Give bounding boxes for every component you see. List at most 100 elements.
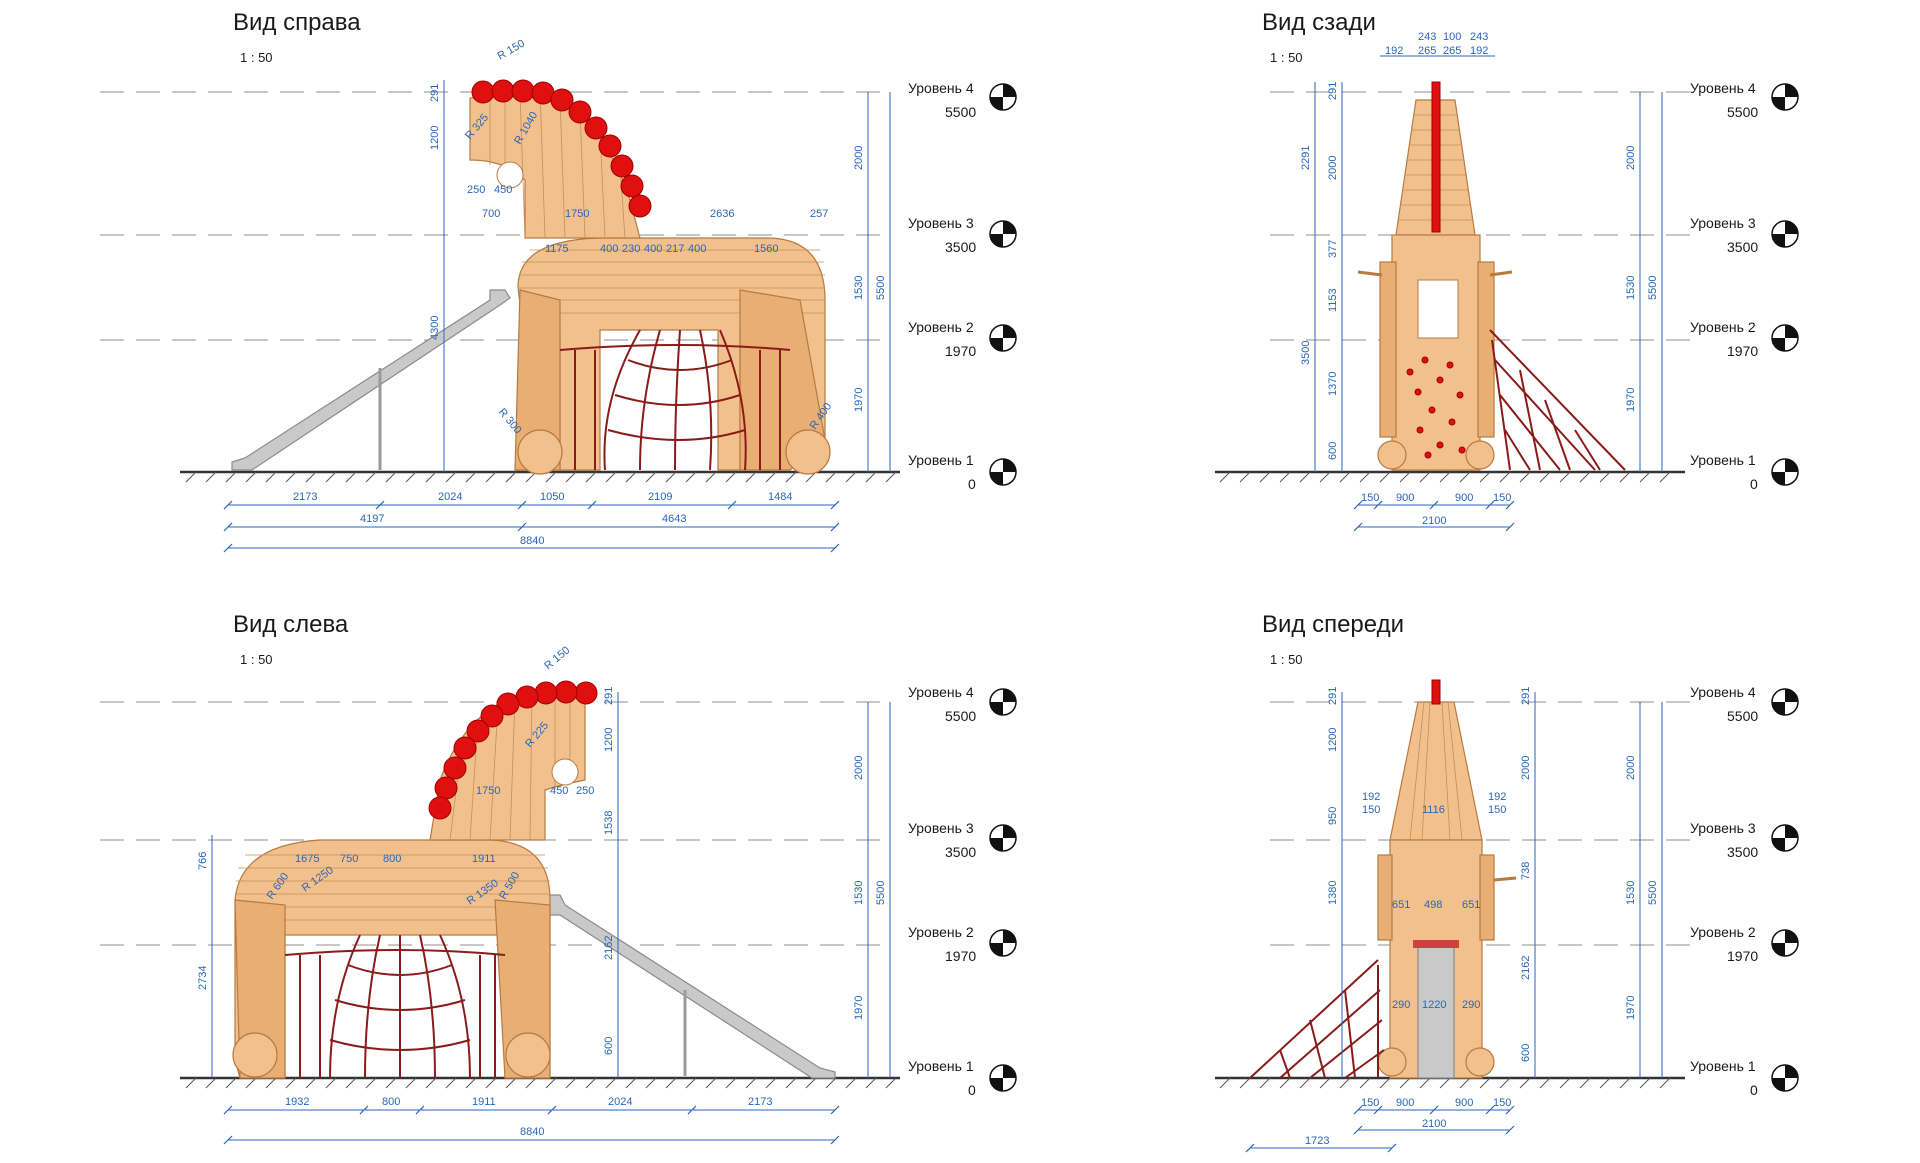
dim-1530: 1530 — [853, 881, 865, 905]
dim-600: 600 — [603, 1037, 615, 1055]
dim-1530: 1530 — [1625, 881, 1637, 905]
level-1-name: Уровень 1 — [1690, 1058, 1756, 1074]
dim-2734: 2734 — [197, 966, 209, 990]
level-2-name: Уровень 2 — [908, 319, 974, 335]
climbing-net — [1489, 329, 1626, 471]
dim-651: 651 — [1392, 899, 1410, 911]
dim-291b: 291 — [1520, 687, 1532, 705]
dim-600: 600 — [1327, 442, 1339, 460]
dim-8840: 8840 — [520, 1126, 544, 1138]
dim-766: 766 — [197, 852, 209, 870]
dim-400-c: 400 — [688, 243, 706, 255]
dim-217: 217 — [666, 243, 684, 255]
dim-243: 243 — [1418, 31, 1436, 43]
dim-750: 750 — [340, 853, 358, 865]
level-4-name: Уровень 4 — [908, 80, 974, 96]
dim-2000b: 2000 — [1520, 756, 1532, 780]
view-back: Вид сзади 1 : 50 — [1215, 9, 1799, 532]
dim-4197: 4197 — [360, 513, 384, 525]
dim-1050: 1050 — [540, 491, 564, 503]
dim-1153: 1153 — [1327, 288, 1339, 312]
dim-2000: 2000 — [1625, 756, 1637, 780]
level-3-value: 3500 — [945, 239, 976, 255]
level-2-name: Уровень 2 — [1690, 924, 1756, 940]
level-4-name: Уровень 4 — [908, 684, 974, 700]
dim-1530: 1530 — [853, 276, 865, 300]
dim-800: 800 — [383, 853, 401, 865]
dim-150b: 150 — [1488, 804, 1506, 816]
climbing-net — [1249, 959, 1385, 1079]
level-2-value: 1970 — [1727, 948, 1758, 964]
level-2-value: 1970 — [1727, 343, 1758, 359]
dim-192b: 192 — [1488, 791, 1506, 803]
dim-738: 738 — [1520, 862, 1532, 880]
wheel-back — [785, 429, 831, 475]
level-1-name: Уровень 1 — [1690, 452, 1756, 468]
dim-4300: 4300 — [429, 316, 441, 340]
dim-5500: 5500 — [875, 881, 887, 905]
level-4-value: 5500 — [945, 708, 976, 724]
view-scale: 1 : 50 — [1270, 50, 1303, 65]
front-leg — [514, 289, 561, 471]
level-3-name: Уровень 3 — [1690, 820, 1756, 836]
slide — [547, 894, 836, 1079]
dim-450: 450 — [550, 785, 568, 797]
dim-2000: 2000 — [1625, 146, 1637, 170]
dim-1560: 1560 — [754, 243, 778, 255]
neck-tower — [1389, 701, 1483, 841]
level-1-value: 0 — [1750, 1082, 1758, 1098]
dim-1970: 1970 — [1625, 996, 1637, 1020]
dim-290: 290 — [1392, 999, 1410, 1011]
dim-1750: 1750 — [565, 208, 589, 220]
dim-1538: 1538 — [603, 811, 615, 835]
wheel-right — [1465, 1047, 1495, 1077]
dim-498: 498 — [1424, 899, 1442, 911]
dim-5500: 5500 — [875, 276, 887, 300]
view-title: Вид сзади — [1262, 9, 1376, 36]
wheel-right — [1465, 440, 1495, 470]
dim-3500: 3500 — [1300, 341, 1312, 365]
dim-291: 291 — [1327, 687, 1339, 705]
view-right: Вид справа 1 : 50 — [100, 9, 1017, 553]
level-4-value: 5500 — [945, 104, 976, 120]
dim-800: 800 — [382, 1096, 400, 1108]
dim-1970: 1970 — [853, 388, 865, 412]
front-leg — [494, 899, 551, 1079]
slide — [231, 289, 511, 471]
side-panel-left — [1379, 261, 1397, 438]
dim-1175: 1175 — [545, 243, 569, 255]
dim-r150: R 150 — [496, 38, 527, 63]
dim-291: 291 — [1327, 82, 1339, 100]
dim-2100: 2100 — [1422, 515, 1446, 527]
dim-377: 377 — [1327, 240, 1339, 258]
window-opening — [1417, 279, 1459, 339]
level-marker-icon — [1771, 688, 1799, 1092]
level-4-value: 5500 — [1727, 104, 1758, 120]
level-1-value: 0 — [968, 1082, 976, 1098]
dim-8840: 8840 — [520, 535, 544, 547]
view-scale: 1 : 50 — [240, 50, 273, 65]
dim-1675: 1675 — [295, 853, 319, 865]
dim-2291: 2291 — [1300, 146, 1312, 170]
dim-1200: 1200 — [1327, 728, 1339, 752]
back-leg — [234, 899, 286, 1079]
wheel-back — [232, 1032, 278, 1078]
level-1-value: 0 — [968, 476, 976, 492]
dim-291: 291 — [603, 687, 615, 705]
red-pole — [1431, 679, 1441, 705]
dim-1116: 1116 — [1422, 804, 1445, 816]
dim-2173: 2173 — [293, 491, 317, 503]
dim-900: 900 — [1396, 492, 1414, 504]
dim-2100: 2100 — [1422, 1118, 1446, 1130]
dim-r150: R 150 — [542, 644, 572, 672]
dim-2109: 2109 — [648, 491, 672, 503]
mane — [471, 79, 652, 218]
climbing-net — [284, 934, 506, 1079]
dim-1911: 1911 — [472, 853, 496, 865]
red-pole — [1431, 81, 1441, 233]
level-marker-icon — [989, 688, 1017, 1092]
level-3-name: Уровень 3 — [908, 215, 974, 231]
level-marker-icon — [1771, 83, 1799, 486]
wheel-front — [505, 1032, 551, 1078]
dim-450: 450 — [494, 184, 512, 196]
